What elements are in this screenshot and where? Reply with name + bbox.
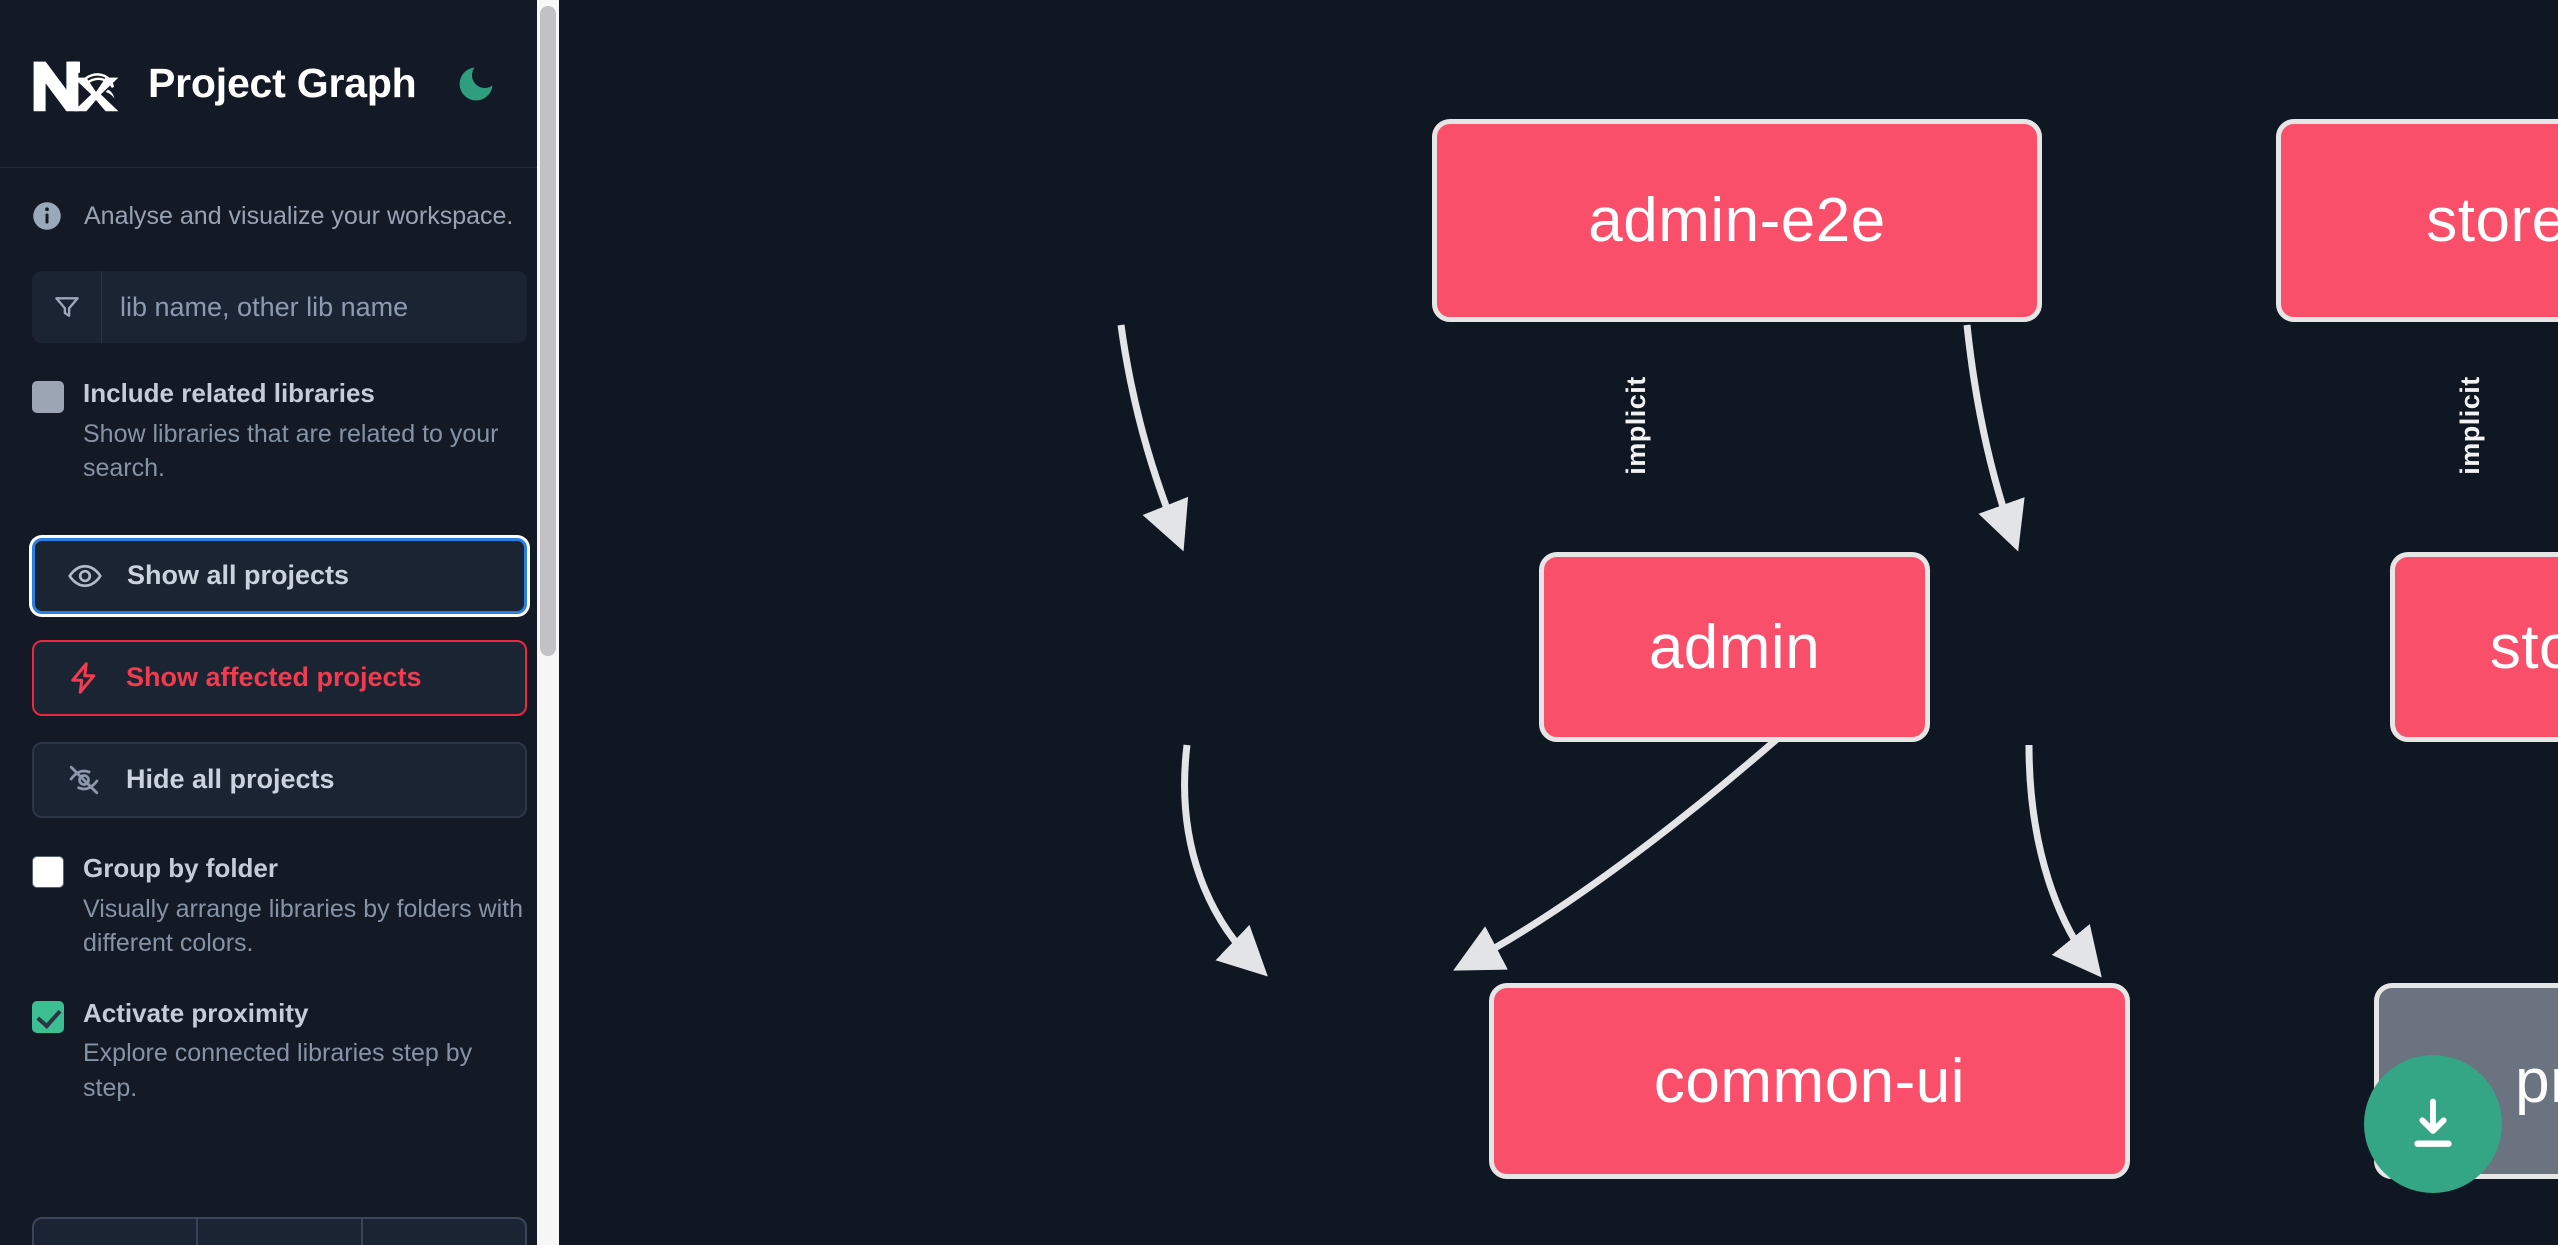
moon-icon[interactable] — [453, 61, 499, 107]
edge-admin-e2e-to-admin — [1117, 324, 1189, 552]
option-include-related-libraries[interactable]: Include related libraries Show libraries… — [0, 377, 559, 486]
download-graph-button[interactable] — [2364, 1055, 2502, 1193]
proximity-step-decrease[interactable] — [34, 1219, 199, 1245]
graph-canvas[interactable]: admin-e2e store-e2e admin store common-u… — [559, 0, 2558, 1245]
node-label: common-ui — [1653, 1046, 1966, 1116]
action-buttons: Show all projects Show affected projects — [0, 537, 559, 818]
edge-store-to-common-ui — [1453, 697, 1824, 971]
proximity-step-value[interactable] — [198, 1219, 363, 1245]
option-title: Include related libraries — [83, 378, 375, 408]
eye-icon — [65, 556, 105, 596]
lightning-bolt-icon — [64, 658, 104, 698]
option-group-by-folder[interactable]: Group by folder Visually arrange librari… — [0, 852, 559, 961]
graph-node-admin[interactable]: admin — [1539, 552, 1930, 742]
group-by-folder-checkbox[interactable] — [32, 855, 64, 888]
show-affected-projects-label: Show affected projects — [126, 662, 422, 693]
proximity-step-group[interactable] — [32, 1217, 527, 1245]
graph-node-common-ui[interactable]: common-ui — [1489, 983, 2130, 1179]
hide-all-projects-button[interactable]: Hide all projects — [32, 741, 527, 818]
node-label: store-e2e — [2426, 186, 2558, 255]
node-label: admin-e2e — [1588, 186, 1886, 255]
option-title: Group by folder — [83, 852, 278, 883]
show-affected-projects-button[interactable]: Show affected projects — [32, 639, 527, 716]
activate-proximity-checkbox[interactable] — [32, 1000, 64, 1033]
sidebar-header: Project Graph — [0, 0, 559, 168]
option-description: Visually arrange libraries by folders wi… — [83, 894, 524, 958]
info-banner: Analyse and visualize your workspace. — [0, 168, 559, 259]
graph-edges — [1117, 324, 2102, 978]
sidebar: Project Graph Analyse and visualize your… — [0, 0, 559, 1245]
search-input[interactable] — [102, 271, 527, 343]
download-icon — [2414, 1098, 2452, 1147]
graph-node-admin-e2e[interactable]: admin-e2e — [1432, 119, 2042, 322]
edge-store-to-products — [2025, 744, 2102, 978]
node-label: products — [2515, 1046, 2558, 1116]
hide-all-projects-label: Hide all projects — [126, 764, 335, 795]
info-circle-icon — [32, 201, 62, 231]
show-all-projects-label: Show all projects — [127, 560, 350, 591]
show-all-projects-button[interactable]: Show all projects — [32, 537, 527, 614]
option-activate-proximity[interactable]: Activate proximity Explore connected lib… — [0, 997, 559, 1106]
sidebar-scrollbar-track[interactable] — [537, 0, 559, 1245]
search-bar — [32, 271, 527, 343]
graph-node-store[interactable]: store — [2390, 552, 2558, 742]
option-description: Explore connected libraries step by step… — [83, 1039, 473, 1102]
include-related-libraries-checkbox[interactable] — [32, 381, 64, 413]
edge-admin-to-common-ui — [1181, 744, 1268, 977]
node-label: store — [2489, 612, 2558, 682]
node-label: admin — [1648, 612, 1821, 682]
sidebar-scrollbar-thumb[interactable] — [540, 6, 556, 656]
option-description: Show libraries that are related to your … — [83, 419, 499, 483]
page-title: Project Graph — [148, 60, 417, 106]
eye-slash-icon — [64, 760, 104, 800]
option-title: Activate proximity — [83, 997, 309, 1028]
edge-store-e2e-to-store — [1963, 324, 2025, 552]
proximity-step-increase[interactable] — [363, 1219, 525, 1245]
info-text: Analyse and visualize your workspace. — [84, 201, 514, 230]
nx-logo-icon — [32, 55, 120, 113]
filter-funnel-icon — [32, 271, 102, 343]
graph-node-store-e2e[interactable]: store-e2e — [2276, 119, 2558, 322]
